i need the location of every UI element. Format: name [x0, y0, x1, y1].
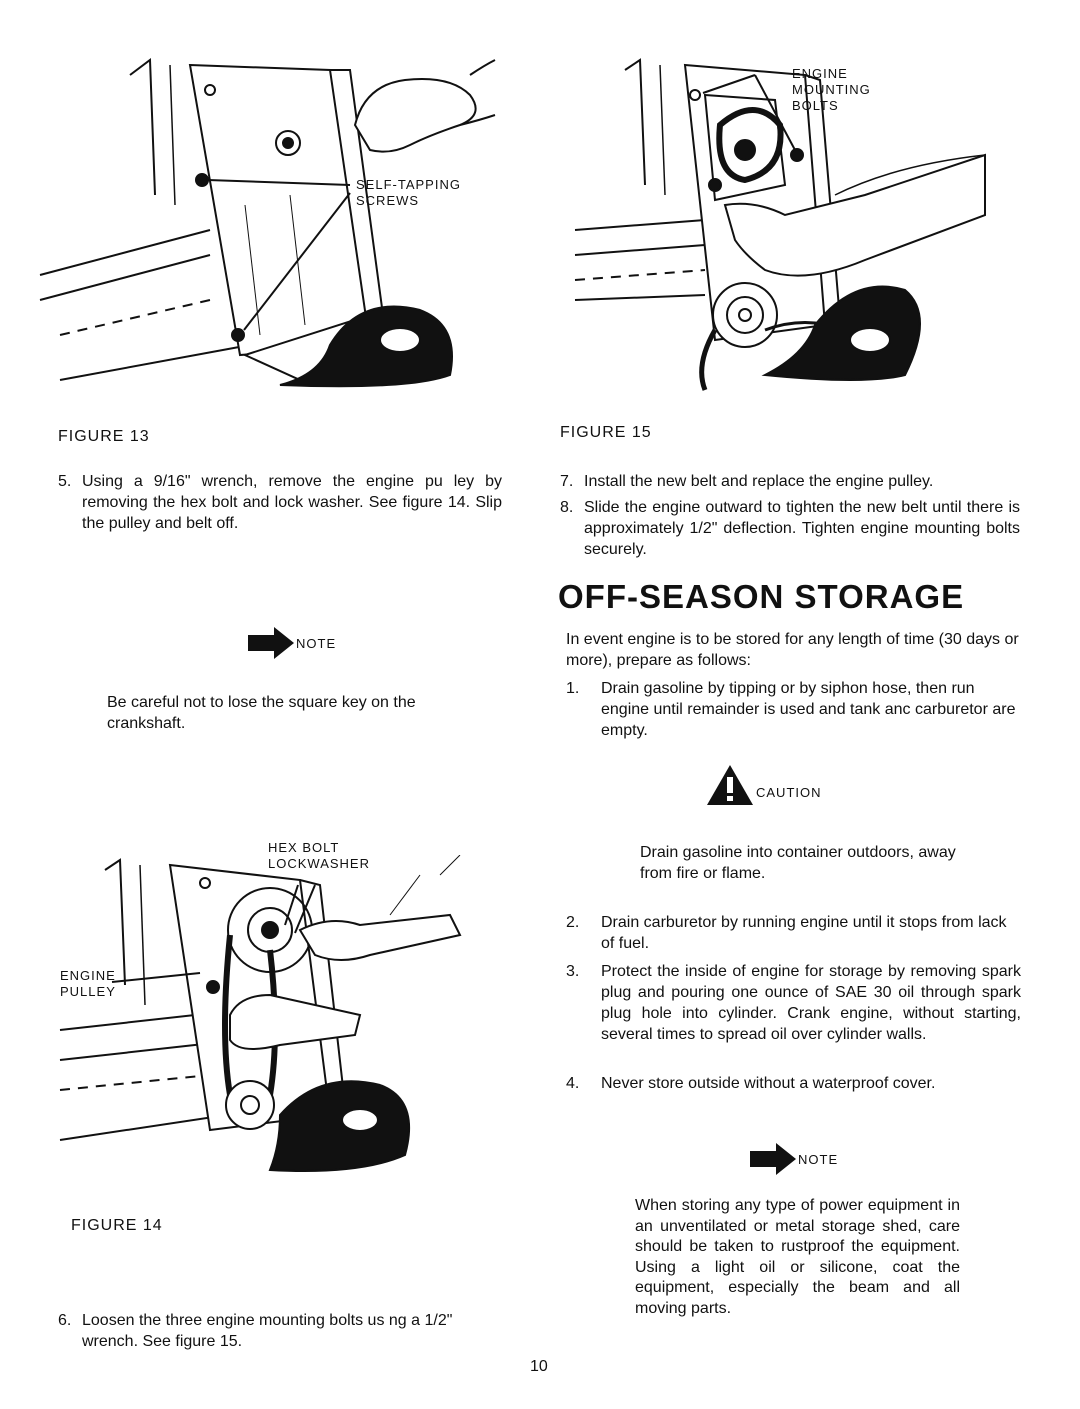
figure-13-illustration [30, 55, 500, 395]
note-badge-left: NOTE [248, 626, 336, 660]
page-number: 10 [530, 1358, 548, 1375]
caution-label: CAUTION [756, 784, 822, 800]
fig13-callout-screws: SELF-TAPPING SCREWS [356, 177, 461, 208]
step-number: 4. [566, 1075, 580, 1092]
step-number: 1. [566, 680, 580, 697]
step-text: Using a 9/16" wrench, remove the engine … [82, 473, 502, 532]
arrow-icon [750, 1143, 796, 1175]
step-text: Loosen the three engine mounting bolts u… [82, 1312, 453, 1350]
fig15-callout-bolts: ENGINE MOUNTING BOLTS [792, 66, 871, 113]
figure-13-caption: FIGURE 13 [58, 428, 150, 445]
section-heading: OFF-SEASON STORAGE [558, 578, 965, 615]
fig14-callout-hexbolt: HEX BOLT LOCKWASHER [268, 840, 370, 871]
note-text-right: When storing any type of power equipment… [635, 1197, 960, 1317]
fig14-callout-pulley: ENGINE PULLEY [60, 968, 116, 999]
step-text: Slide the engine outward to tighten the … [584, 499, 1020, 558]
step-number: 8. [560, 499, 574, 516]
step-number: 6. [58, 1312, 72, 1329]
figure-14-illustration [30, 855, 500, 1185]
note-badge-right: NOTE [750, 1142, 838, 1176]
step-text: Install the new belt and replace the eng… [584, 473, 934, 490]
arrow-icon [248, 627, 294, 659]
step-text: Never store outside without a waterproof… [601, 1075, 936, 1092]
step-text: Drain carburetor by running engine until… [601, 914, 1007, 952]
step-number: 7. [560, 473, 574, 490]
step-text: Protect the inside of engine for storage… [601, 963, 1021, 1043]
step-number: 5. [58, 473, 72, 490]
figure-14-caption: FIGURE 14 [71, 1217, 163, 1234]
note-label: NOTE [296, 635, 337, 651]
caution-text: Drain gasoline into container outdoors, … [640, 844, 956, 882]
step-number: 2. [566, 914, 580, 931]
note-label: NOTE [798, 1151, 839, 1167]
step-number: 3. [566, 963, 580, 980]
figure-15-illustration [565, 55, 1045, 395]
note-text-left: Be careful not to lose the square key on… [107, 694, 416, 732]
caution-badge: CAUTION [706, 764, 822, 806]
figure-15-caption: FIGURE 15 [560, 424, 652, 441]
storage-intro: In event engine is to be stored for any … [566, 631, 1019, 669]
step-text: Drain gasoline by tipping or by siphon h… [601, 680, 1016, 739]
warning-icon [707, 765, 753, 805]
